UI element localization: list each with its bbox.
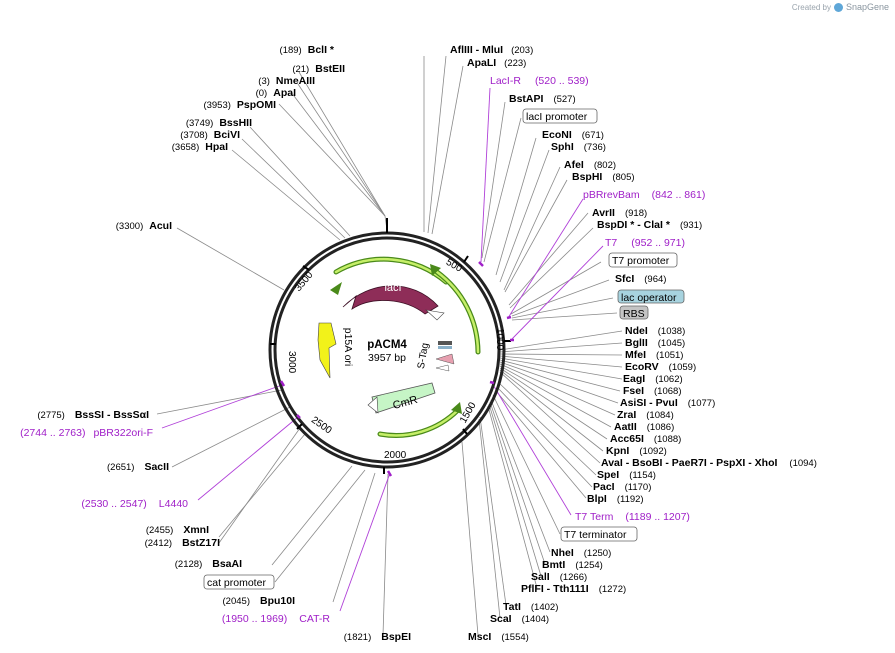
enzyme-label: (2412)BstZ17I	[145, 537, 220, 549]
enzyme-label: ApaLI(223)	[467, 57, 526, 69]
enzyme-label: SphI(736)	[551, 141, 606, 153]
enzyme-label: EcoRV(1059)	[625, 361, 696, 373]
enzyme-label: (1821)BspEI	[344, 631, 411, 643]
p15a-label: p15A ori	[342, 328, 354, 367]
stag-cluster: S-Tag	[416, 341, 455, 372]
enzyme-label: KpnI(1092)	[606, 445, 667, 457]
primer-label: T7 Term(1189 .. 1207)	[575, 511, 690, 523]
credit-prefix: Created by	[791, 2, 831, 12]
snapgene-logo-icon	[833, 2, 843, 12]
primer-label: (2744 .. 2763)pBR322ori-F	[20, 427, 153, 439]
tick-2000: 2000	[384, 450, 407, 461]
box-label: cat promoter	[207, 577, 266, 589]
enzyme-label: TatI(1402)	[503, 601, 558, 613]
p15a-ori-feature: p15A ori	[317, 322, 354, 379]
enzyme-label: AsiSI - PvuI(1077)	[620, 397, 715, 409]
enzyme-label: (2775)BssSI - BssSαI	[37, 409, 149, 421]
enzyme-label: PflFI - Tth111I(1272)	[521, 583, 626, 595]
enzyme-label: (3658)HpaI	[172, 141, 228, 153]
leader-lines	[156, 55, 623, 636]
enzyme-label: (3749)BssHII	[186, 117, 252, 129]
enzyme-label: (0)ApaI	[256, 87, 296, 99]
enzyme-label: MscI(1554)	[468, 631, 529, 643]
primer-leaders	[161, 87, 604, 612]
enzyme-label: SalI(1266)	[531, 571, 587, 583]
box-label: T7 promoter	[612, 255, 670, 267]
enzyme-label: (189)BclI *	[280, 44, 335, 56]
primer-label: pBRrevBam(842 .. 861)	[583, 189, 705, 201]
plasmid-size: 3957 bp	[368, 352, 406, 364]
enzyme-label: (2455)XmnI	[146, 524, 209, 536]
enzyme-label: (21)BstEII	[292, 63, 345, 75]
enzyme-label: BspDI * - ClaI *(931)	[597, 219, 702, 231]
enzyme-label: Acc65I(1088)	[610, 433, 681, 445]
tick-1000: 1000	[494, 328, 505, 351]
credit-brand: SnapGene	[845, 2, 889, 12]
enzyme-label: (2651)SacII	[107, 461, 169, 473]
tick-marks	[270, 218, 511, 474]
enzyme-label: PacI(1170)	[593, 481, 651, 493]
primer-label: T7(952 .. 971)	[605, 237, 685, 249]
enzyme-label: (3953)PspOMI	[203, 99, 276, 111]
feature-boxes: lacI promoter T7 promoter lac operator R…	[203, 108, 685, 590]
enzyme-label: AvrII(918)	[592, 207, 647, 219]
enzyme-label: (3300)AcuI	[116, 220, 172, 232]
enzyme-label: EcoNI(671)	[542, 129, 604, 141]
enzyme-label: AflIII - MluI(203)	[450, 44, 533, 56]
stag-label: S-Tag	[416, 342, 431, 370]
enzyme-label: MfeI(1051)	[625, 349, 683, 361]
box-label: lac operator	[621, 292, 677, 304]
enzyme-label: EagI(1062)	[623, 373, 683, 385]
enzyme-label: (2128)BsaAI	[175, 558, 242, 570]
primer-label: LacI-R(520 .. 539)	[490, 75, 589, 87]
snapgene-credit: Created by SnapGene	[792, 2, 889, 12]
enzyme-label: SfcI(964)	[615, 273, 666, 285]
enzyme-label: AatII(1086)	[614, 421, 674, 433]
laci-label: lacI	[384, 282, 401, 294]
enzyme-label: SpeI(1154)	[597, 469, 656, 481]
enzyme-labels: (189)BclI * AflIII - MluI(203) ApaLI(223…	[37, 44, 817, 643]
enzyme-label: (3)NmeAIII	[258, 75, 315, 87]
tick-3000: 3000	[286, 351, 297, 374]
enzyme-label: FseI(1068)	[623, 385, 681, 397]
box-label: lacI promoter	[526, 111, 588, 123]
enzyme-label: ScaI(1404)	[490, 613, 549, 625]
enzyme-label: AfeI(802)	[564, 159, 616, 171]
box-label: RBS	[623, 308, 645, 320]
enzyme-label: BglII(1045)	[625, 337, 685, 349]
plasmid-name: pACM4	[367, 339, 407, 351]
cmr-feature: CmR	[367, 382, 436, 414]
enzyme-label: (2045)Bpu10I	[223, 595, 296, 607]
enzyme-label: BlpI(1192)	[587, 493, 644, 505]
enzyme-label: NheI(1250)	[551, 547, 611, 559]
enzyme-label: NdeI(1038)	[625, 325, 685, 337]
primer-marks	[279, 261, 514, 477]
tick-3500: 3500	[293, 269, 316, 293]
box-label: T7 terminator	[564, 529, 627, 541]
laci-feature: lacI	[342, 282, 445, 321]
primer-label: (2530 .. 2547)L4440	[81, 498, 188, 510]
enzyme-label: BstAPI(527)	[509, 93, 576, 105]
enzyme-label: BmtI(1254)	[542, 559, 603, 571]
enzyme-label: ZraI(1084)	[617, 409, 674, 421]
arrow-heads	[330, 264, 462, 414]
enzyme-label: AvaI - BsoBI - PaeR7I - PspXI - XhoI(109…	[601, 457, 817, 469]
enzyme-label: BspHI(805)	[572, 171, 635, 183]
primer-label: (1950 .. 1969)CAT-R	[222, 613, 331, 625]
enzyme-label: (3708)BciVI	[180, 129, 240, 141]
primer-labels: LacI-R(520 .. 539) pBRrevBam(842 .. 861)…	[20, 75, 705, 625]
orf-arrows	[333, 256, 481, 438]
